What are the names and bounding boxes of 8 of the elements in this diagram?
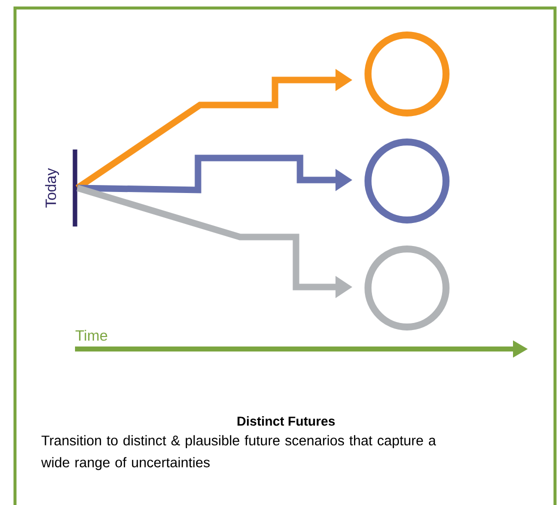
axis-label: Time: [76, 330, 108, 341]
scenario-circle: [364, 245, 450, 330]
today-label: Today: [45, 168, 60, 208]
scenario-circle: [364, 32, 450, 116]
title: Distinct Futures: [238, 416, 335, 426]
caption: Transition to distinct & plausible future scenarios that capture a wide range of uncertainties: [41, 435, 436, 470]
scenario-circle: [364, 138, 450, 224]
timeline-bar: [72, 149, 78, 226]
